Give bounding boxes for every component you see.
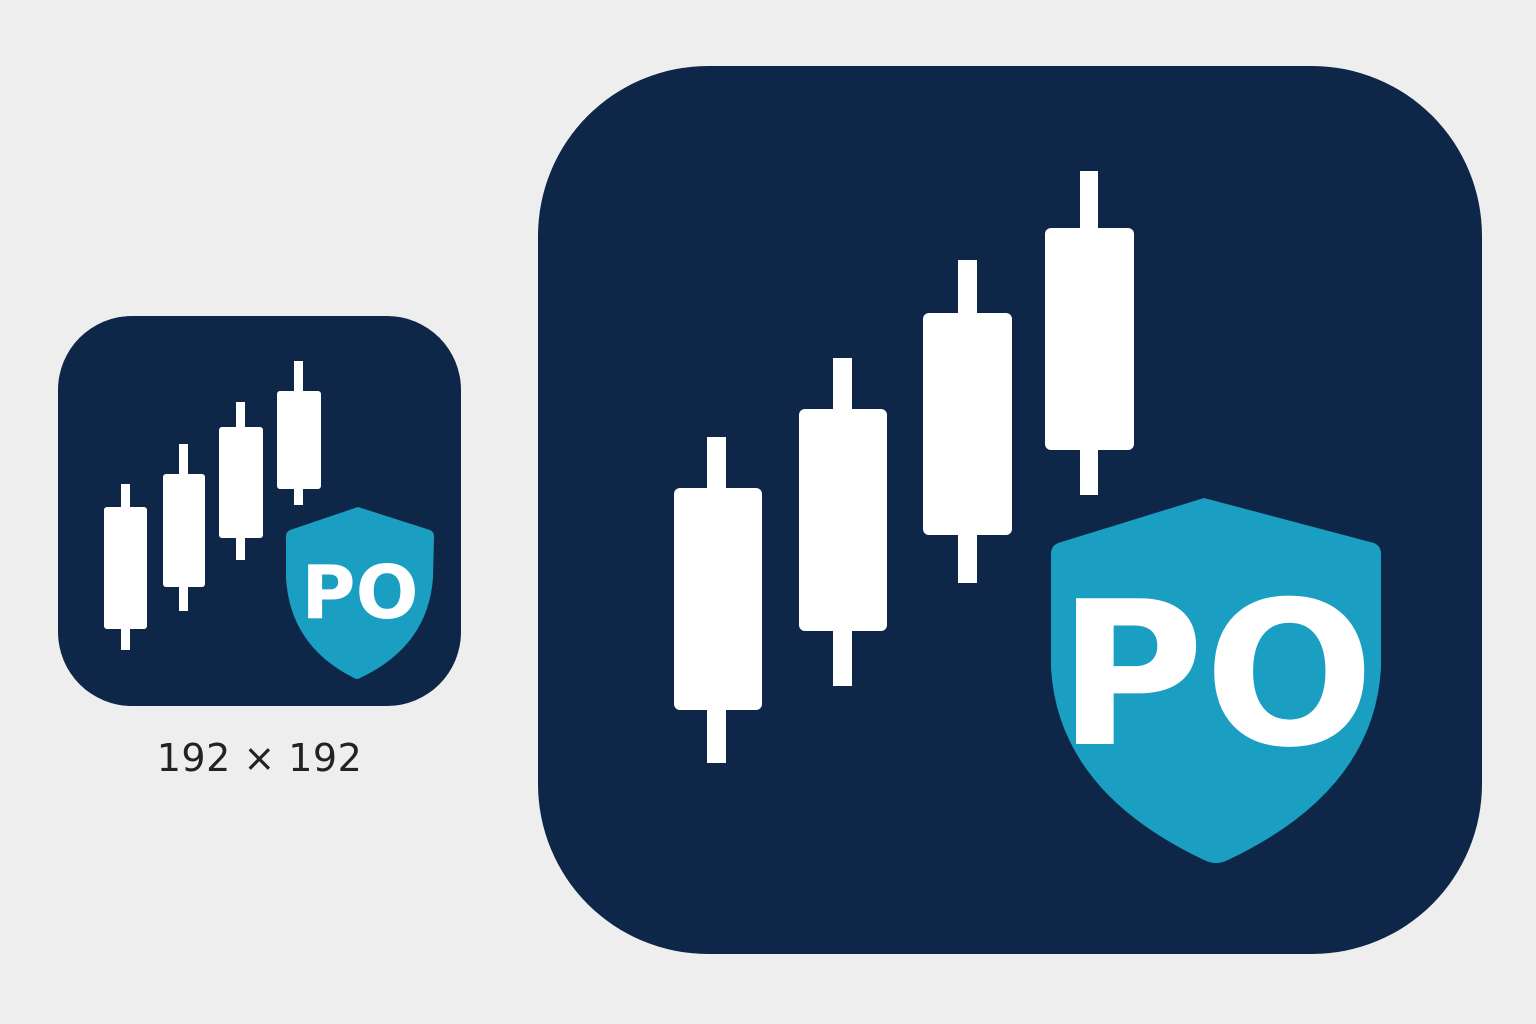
shield-label: PO (301, 550, 418, 636)
candle-body (163, 474, 205, 587)
app-icon-large: PO (538, 66, 1482, 954)
candle-body (277, 391, 321, 489)
candle-body (799, 409, 887, 631)
shield-icon: PO (1051, 498, 1381, 863)
candle-body (104, 507, 147, 629)
shield-label: PO (1058, 559, 1375, 792)
candlestick-chart-icon (104, 361, 321, 650)
app-icon-small-artwork: PO (104, 361, 434, 679)
icon-size-caption: 192 × 192 (156, 736, 363, 780)
candle-body (219, 427, 263, 538)
candle-body (923, 313, 1012, 535)
candle-body (674, 488, 762, 710)
app-icon-large-artwork: PO (674, 171, 1381, 863)
candlestick-chart-icon (674, 171, 1134, 763)
candle-body (1045, 228, 1134, 450)
app-icon-small: PO (58, 316, 461, 706)
shield-icon: PO (286, 507, 434, 679)
